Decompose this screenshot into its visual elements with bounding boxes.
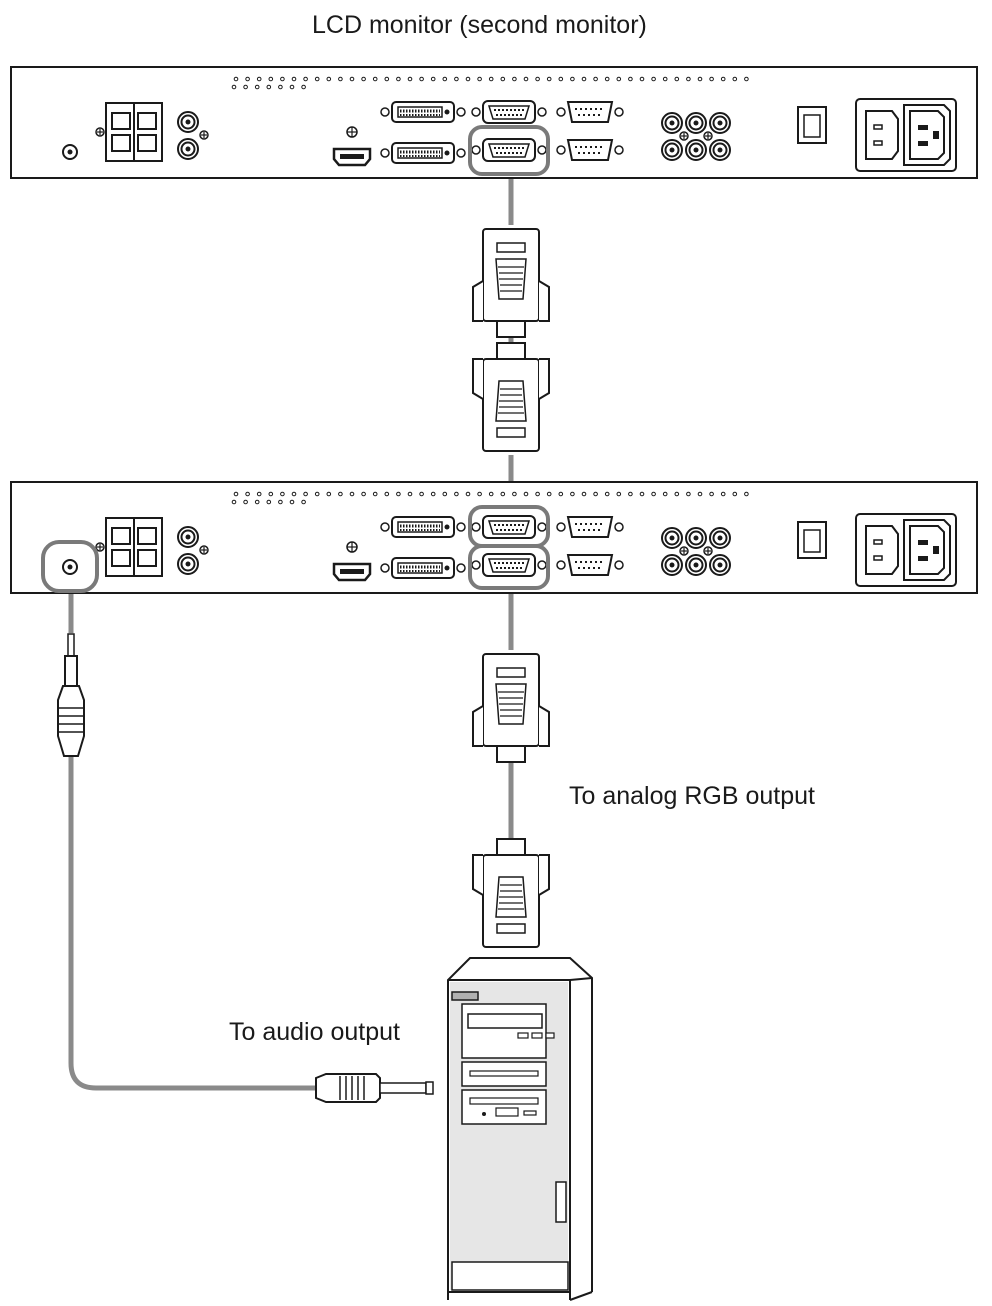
rca-jack-icon bbox=[709, 112, 731, 134]
rca-jack-icon bbox=[661, 112, 683, 134]
stereo-plug-icon bbox=[315, 1073, 434, 1103]
audio-jack-icon bbox=[62, 144, 78, 160]
dvi-port-icon bbox=[379, 515, 467, 539]
vga-port-icon bbox=[471, 515, 547, 539]
screw-icon bbox=[679, 546, 689, 556]
second-monitor-label: LCD monitor (second monitor) bbox=[312, 11, 647, 39]
ac-inlet-icon bbox=[855, 513, 957, 587]
vga-port-icon bbox=[471, 553, 547, 577]
audio-plug-icon bbox=[57, 633, 85, 757]
second-monitor-panel bbox=[10, 66, 978, 179]
rca-jack-icon bbox=[177, 553, 199, 575]
rca-jack-icon bbox=[661, 527, 683, 549]
ac-inlet-icon bbox=[855, 98, 957, 172]
rca-jack-icon bbox=[177, 111, 199, 133]
speaker-terminal-icon bbox=[105, 517, 163, 577]
screw-icon bbox=[199, 130, 209, 140]
rca-jack-icon bbox=[661, 554, 683, 576]
screw-icon bbox=[95, 542, 105, 552]
audio-jack-icon bbox=[62, 559, 78, 575]
rca-jack-icon bbox=[685, 527, 707, 549]
vga-plug-icon bbox=[472, 653, 550, 763]
dvi-port-icon bbox=[379, 141, 467, 165]
vga-plug-icon bbox=[472, 228, 550, 338]
vga-port-icon bbox=[471, 138, 547, 162]
audio-output-label: To audio output bbox=[229, 1018, 400, 1046]
rca-jack-icon bbox=[709, 139, 731, 161]
vga-plug-icon bbox=[472, 342, 550, 452]
screw-icon bbox=[703, 131, 713, 141]
analog-rgb-output-label: To analog RGB output bbox=[569, 782, 815, 810]
highlight-ring bbox=[41, 540, 99, 593]
vga-port-icon bbox=[471, 100, 547, 124]
screw-icon bbox=[703, 546, 713, 556]
panel-grille-dots bbox=[231, 76, 749, 90]
rca-jack-icon bbox=[177, 526, 199, 548]
pc-tower-icon bbox=[446, 955, 593, 1301]
screw-icon bbox=[95, 127, 105, 137]
dvi-port-icon bbox=[379, 556, 467, 580]
highlight-ring bbox=[468, 125, 550, 176]
highlight-ring bbox=[468, 544, 550, 590]
rca-jack-icon bbox=[685, 554, 707, 576]
vga-plug-icon bbox=[472, 838, 550, 948]
first-monitor-panel bbox=[10, 481, 978, 594]
power-switch-icon bbox=[797, 521, 827, 559]
rca-jack-icon bbox=[177, 138, 199, 160]
screw-icon bbox=[679, 131, 689, 141]
screw-icon bbox=[199, 545, 209, 555]
dvi-port-icon bbox=[379, 100, 467, 124]
panel-grille-dots bbox=[231, 491, 749, 505]
rca-jack-icon bbox=[709, 554, 731, 576]
speaker-terminal-icon bbox=[105, 102, 163, 162]
power-switch-icon bbox=[797, 106, 827, 144]
rca-jack-icon bbox=[685, 112, 707, 134]
rca-jack-icon bbox=[685, 139, 707, 161]
audio-cable bbox=[68, 589, 316, 1091]
rca-jack-icon bbox=[709, 527, 731, 549]
rca-jack-icon bbox=[661, 139, 683, 161]
